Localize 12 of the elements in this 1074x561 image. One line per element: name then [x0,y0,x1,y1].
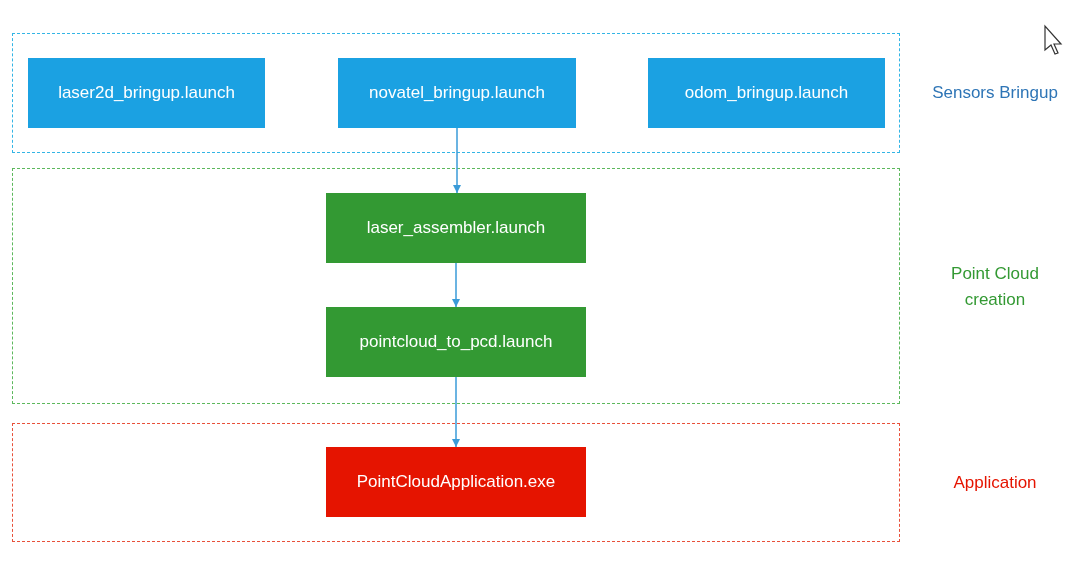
arrow [452,262,460,308]
launch-file-box: pointcloud_to_pcd.launch [326,307,586,377]
launch-file-box: novatel_bringup.launch [338,58,576,128]
group-label: Application [952,471,1038,494]
group-label: Sensors Bringup [931,82,1059,105]
launch-file-box: odom_bringup.launch [648,58,885,128]
launch-file-box: laser_assembler.launch [326,193,586,263]
group-label: Point Cloud creation [950,262,1040,310]
arrow [452,376,460,448]
arrow [453,127,461,194]
launch-file-box: PointCloudApplication.exe [326,447,586,517]
launch-file-box: laser2d_bringup.launch [28,58,265,128]
